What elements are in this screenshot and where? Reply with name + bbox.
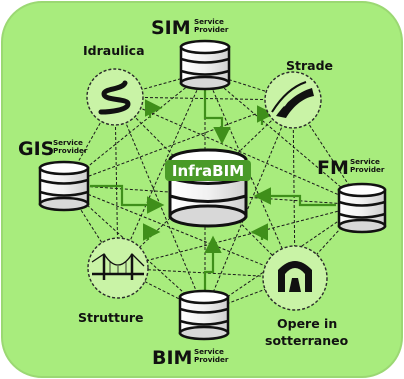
- infrabim-database: InfraBIM: [165, 148, 251, 228]
- strade-node: [264, 71, 322, 129]
- bim-database: [178, 289, 230, 341]
- idraulica-node: [86, 68, 144, 126]
- infrabim-label: InfraBIM: [172, 162, 244, 180]
- opere-label-line1: Opere in: [277, 316, 337, 331]
- svg-text:Service: Service: [194, 17, 224, 26]
- water-flow-icon: [98, 80, 131, 115]
- opere-node: [262, 245, 328, 311]
- svg-text:Service: Service: [53, 138, 83, 147]
- flow-arrows: [90, 90, 336, 295]
- svg-text:Service: Service: [194, 347, 224, 356]
- idraulica-label: Idraulica: [83, 43, 145, 58]
- gis-database: [38, 160, 90, 212]
- sim-database: [179, 39, 231, 91]
- svg-text:GIS: GIS: [18, 138, 54, 160]
- fm-label: FM Service Provider: [317, 157, 385, 179]
- svg-text:Provider: Provider: [350, 165, 385, 174]
- svg-text:BIM: BIM: [152, 347, 192, 369]
- svg-text:SIM: SIM: [151, 17, 191, 39]
- fm-database: [337, 182, 387, 234]
- bridge-icon: [91, 252, 145, 280]
- road-icon: [271, 81, 314, 118]
- sim-label: SIM Service Provider: [151, 17, 229, 39]
- gis-label: GIS Service Provider: [18, 138, 88, 160]
- svg-text:Provider: Provider: [194, 25, 229, 34]
- svg-text:Provider: Provider: [53, 146, 88, 155]
- strutture-node: [87, 237, 149, 299]
- strutture-label: Strutture: [78, 310, 144, 325]
- bim-label: BIM Service Provider: [152, 347, 229, 369]
- svg-text:Provider: Provider: [194, 355, 229, 364]
- tunnel-icon: [278, 261, 312, 292]
- infrabim-label-bg: [165, 160, 251, 181]
- opere-label-line2: sotterraneo: [265, 333, 349, 348]
- svg-text:Service: Service: [350, 157, 380, 166]
- svg-text:FM: FM: [317, 157, 349, 179]
- strade-label: Strade: [286, 58, 333, 73]
